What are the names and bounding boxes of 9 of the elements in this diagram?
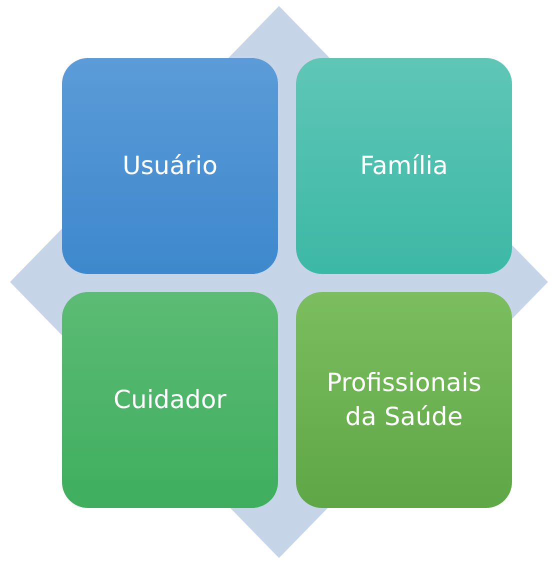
box-label: Família: [359, 150, 449, 182]
box-label: Usuário: [121, 150, 218, 182]
box-label: Cuidador: [112, 384, 228, 416]
rounded-box: [296, 292, 512, 508]
rounded-box: [296, 58, 512, 274]
rounded-box: [62, 58, 278, 274]
rounded-box: [62, 292, 278, 508]
box-label: Profissionais da Saúde: [326, 367, 482, 433]
diamond-background: [10, 6, 548, 558]
